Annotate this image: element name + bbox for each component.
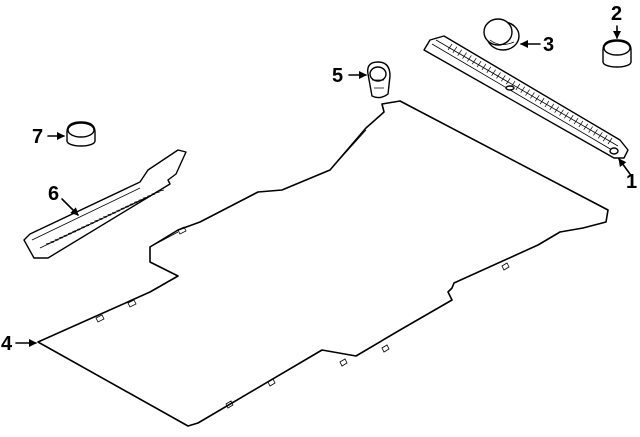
callout-4: 4 — [1, 333, 37, 355]
callout-label-7: 7 — [32, 126, 43, 148]
callout-6: 6 — [48, 183, 79, 216]
callout-label-1: 1 — [626, 171, 637, 193]
callout-label-6: 6 — [48, 183, 59, 205]
callout-1: 1 — [618, 158, 637, 193]
callout-7: 7 — [32, 126, 65, 148]
callout-label-5: 5 — [332, 65, 343, 87]
side-step-sill-plate — [23, 149, 187, 259]
plug-cap — [66, 121, 96, 147]
callout-label-3: 3 — [543, 34, 554, 56]
callout-label-4: 4 — [1, 333, 13, 355]
callout-2: 2 — [611, 3, 622, 39]
callout-3: 3 — [520, 34, 554, 56]
floor-mat — [37, 100, 609, 427]
callout-label-2: 2 — [611, 3, 622, 25]
clip-retainer — [367, 61, 391, 99]
callout-5: 5 — [332, 65, 367, 87]
round-cover-cap — [483, 18, 520, 51]
plug-cap — [602, 39, 632, 68]
rear-step-sill-plate — [423, 35, 629, 159]
